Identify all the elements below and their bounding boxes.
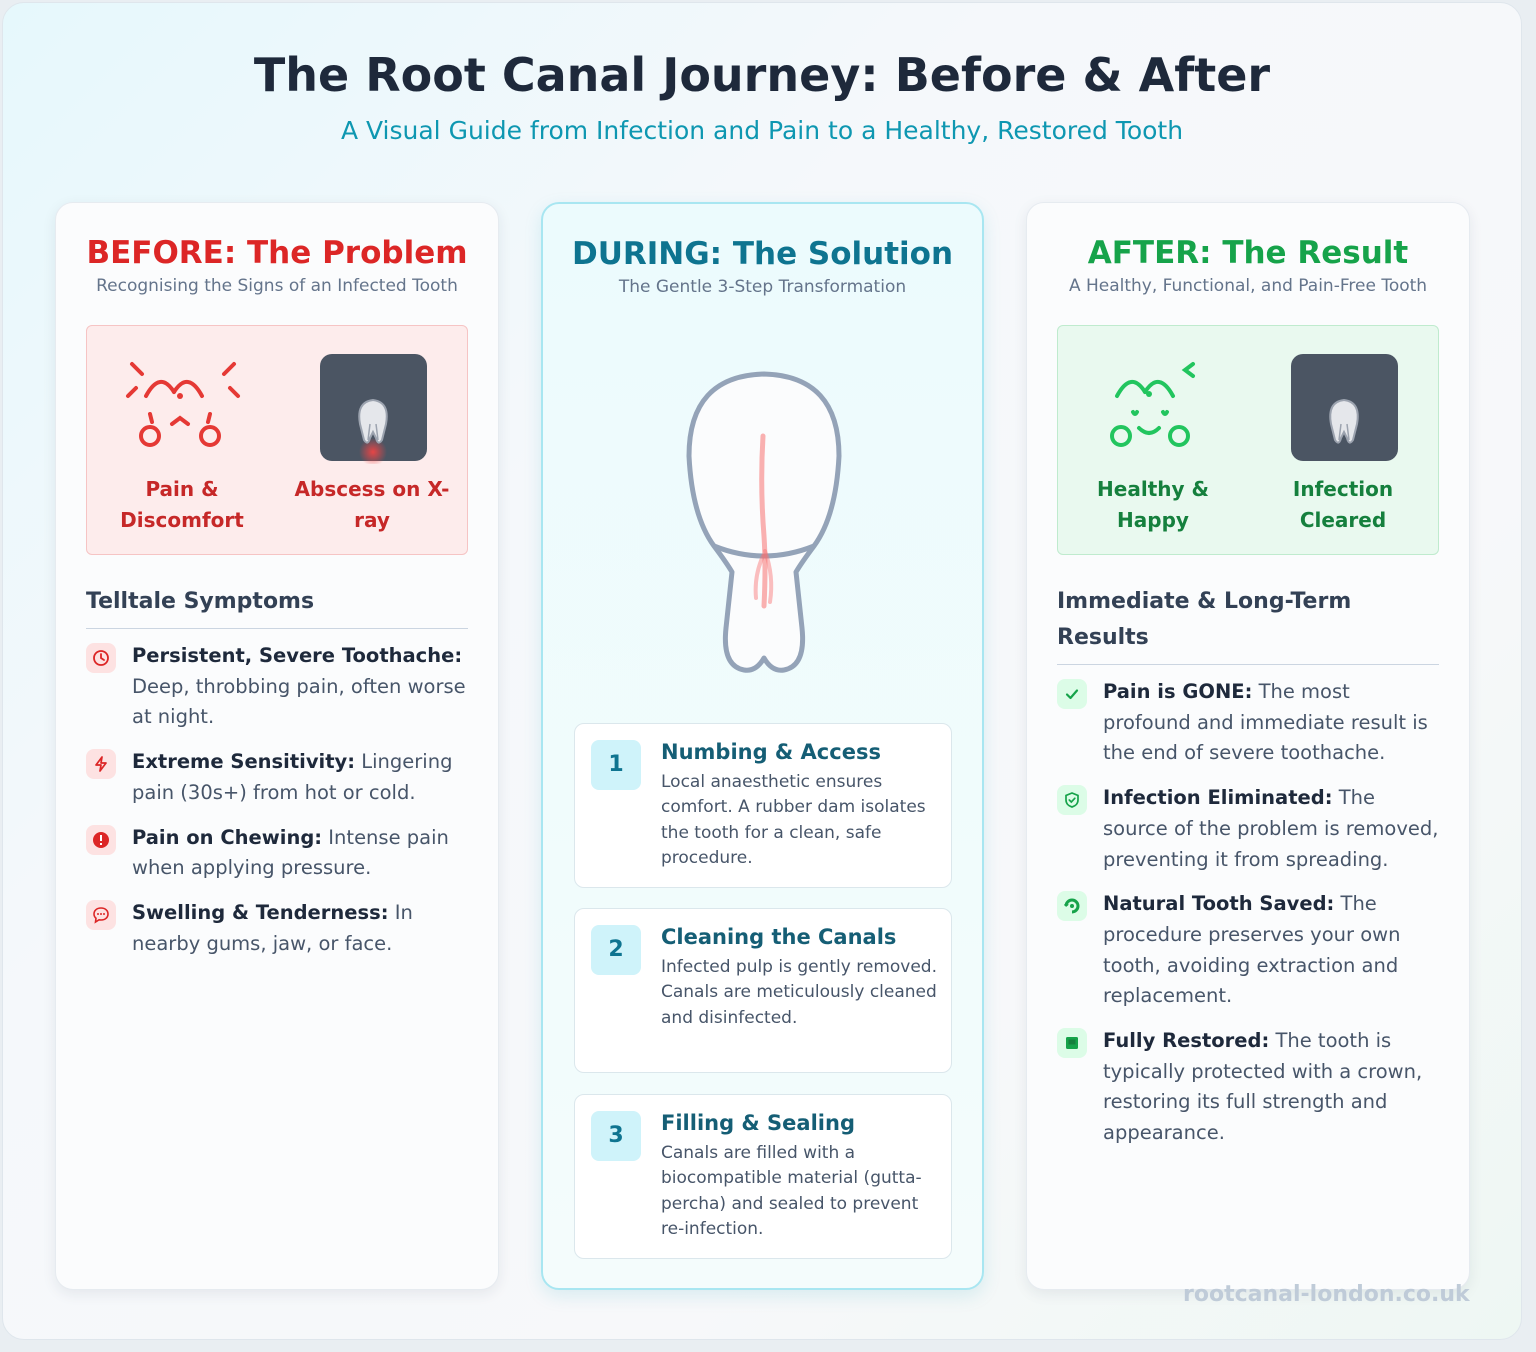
during-card: DURING: The Solution The Gentle 3-Step T… (541, 202, 984, 1290)
check-icon (1057, 679, 1087, 709)
step-text: Canals are filled with a biocompatible m… (661, 1143, 922, 1240)
clock-icon (86, 643, 116, 673)
during-subtitle: The Gentle 3-Step Transformation (618, 277, 907, 297)
after-title: AFTER: The Result (1087, 235, 1409, 271)
abscess-visual: Abscess on X- ray (277, 326, 467, 556)
list-item: Extreme Sensitivity: Lingering pain (30s… (86, 747, 468, 808)
healthy-tooth-icon (1329, 398, 1359, 444)
results-list: Pain is GONE: The most profound and imme… (1057, 677, 1439, 1163)
list-item: Persistent, Severe Toothache: Deep, thro… (86, 641, 468, 733)
infection-cleared-label: Infection Cleared (1292, 477, 1394, 532)
xray-image (320, 354, 427, 464)
shield-check-icon (1057, 785, 1087, 816)
infection-cleared-visual: Infection Cleared (1248, 326, 1438, 556)
page-subtitle: A Visual Guide from Infection and Pain t… (340, 116, 1184, 145)
step-3: 3 Filling & Sealing Canals are filled wi… (574, 1094, 952, 1259)
list-item: Pain is GONE: The most profound and imme… (1057, 677, 1439, 769)
before-card: BEFORE: The Problem Recognising the Sign… (55, 202, 499, 1290)
healthy-label: Healthy & Happy (1097, 477, 1209, 532)
symptoms-list: Persistent, Severe Toothache: Deep, thro… (86, 641, 468, 973)
symptoms-heading: Telltale Symptoms (86, 584, 468, 629)
during-title: DURING: The Solution (571, 236, 954, 272)
after-subtitle: A Healthy, Functional, and Pain-Free Too… (1068, 276, 1428, 296)
after-card: AFTER: The Result A Healthy, Functional,… (1026, 202, 1470, 1290)
step-text: Local anaesthetic ensures comfort. A rub… (661, 772, 926, 869)
step-title: Numbing & Access (661, 740, 881, 764)
step-number: 2 (591, 925, 641, 975)
step-number: 1 (591, 740, 641, 790)
page-title: The Root Canal Journey: Before & After (253, 48, 1271, 102)
root-canal-tooth-icon (686, 371, 842, 673)
step-2: 2 Cleaning the Canals Infected pulp is g… (574, 908, 952, 1073)
list-item: Pain on Chewing: Intense pain when apply… (86, 823, 468, 884)
list-item: Natural Tooth Saved: The procedure prese… (1057, 889, 1439, 1012)
healthy-visual: Healthy & Happy (1058, 326, 1248, 556)
list-item: Infection Eliminated: The source of the … (1057, 783, 1439, 875)
pain-visual: Pain & Discomfort (87, 326, 277, 556)
lightning-icon (86, 749, 116, 780)
happy-face-icon (1110, 362, 1195, 447)
step-title: Filling & Sealing (661, 1111, 855, 1135)
recycle-icon (1057, 891, 1087, 922)
list-item: Fully Restored: The tooth is typically p… (1057, 1026, 1439, 1149)
step-1: 1 Numbing & Access Local anaesthetic ens… (574, 723, 952, 888)
alert-icon (86, 824, 116, 855)
pain-face-icon (126, 362, 240, 447)
before-visual-box: Pain & Discomfort (86, 325, 468, 555)
abscess-tooth-icon (358, 398, 388, 464)
step-number: 3 (591, 1111, 641, 1161)
abscess-label: Abscess on X- ray (294, 477, 450, 532)
list-item: Swelling & Tenderness: In nearby gums, j… (86, 898, 468, 959)
pain-label: Pain & Discomfort (120, 477, 244, 532)
chat-bubble-icon (86, 899, 116, 930)
watermark: rootcanal-london.co.uk (1183, 1282, 1470, 1307)
step-text: Infected pulp is gently removed. Canals … (661, 957, 937, 1028)
before-subtitle: Recognising the Signs of an Infected Too… (96, 276, 458, 296)
step-title: Cleaning the Canals (661, 925, 897, 949)
xray-image (1291, 354, 1398, 461)
results-heading: Immediate & Long-Term Results (1057, 584, 1439, 665)
crown-block-icon (1057, 1028, 1087, 1059)
after-visual-box: Healthy & Happy Infection Cleared (1057, 325, 1439, 555)
before-title: BEFORE: The Problem (86, 235, 468, 271)
